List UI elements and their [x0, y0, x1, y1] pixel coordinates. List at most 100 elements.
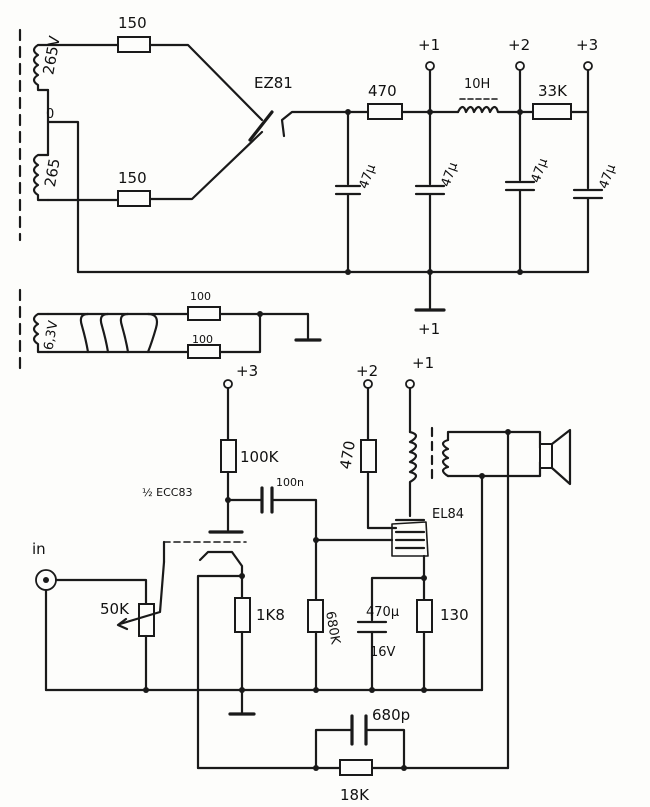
resistor-150-lower: [117, 190, 151, 207]
el84-envelope: [391, 521, 429, 557]
terminal-amp-v2: [363, 379, 373, 389]
junction: [239, 687, 245, 693]
label-c680p: 680p: [372, 706, 410, 724]
cap1-symbol: [334, 110, 362, 274]
rectifier-cathode: [280, 110, 350, 138]
label-ecc83: ½ ECC83: [142, 486, 192, 499]
terminal-node3: [583, 61, 593, 71]
ot-secondary: [441, 438, 450, 478]
cap-470u: [356, 620, 388, 634]
cap-100n: [260, 486, 274, 514]
lower-to-rectifier: [148, 130, 264, 201]
feedback-cap-wires: [314, 728, 406, 770]
junction: [401, 765, 407, 771]
junction: [345, 109, 351, 115]
heater-ct-wires: [218, 312, 310, 354]
pot-arrow: [116, 617, 129, 631]
speaker-cone: [550, 428, 572, 486]
terminal-amp-v3: [223, 379, 233, 389]
cap4-symbol: [572, 110, 604, 274]
label-cap1: 47µ: [357, 162, 380, 190]
feedback-cathode-wire: [196, 574, 244, 770]
input-wire: [54, 578, 148, 606]
junction: [313, 687, 319, 693]
center-tap-to-ground: [46, 120, 80, 274]
input-jack-pin: [43, 577, 49, 583]
resistor-680k: [307, 599, 324, 633]
resistor-18k: [339, 759, 373, 776]
label-c470u-v: 16V: [370, 645, 396, 660]
el84-electrodes: [394, 518, 426, 550]
transformer-hv-upper-winding: [32, 43, 50, 92]
junction: [517, 109, 523, 115]
label-cap4: 47µ: [597, 162, 620, 190]
junction: [479, 473, 485, 479]
label-hv-upper: 265V: [39, 34, 64, 76]
resistor-100-top: [187, 306, 221, 321]
screen-wire: [366, 470, 398, 530]
resistor-100-bottom: [187, 344, 221, 359]
label-node3: +3: [576, 36, 598, 54]
cap-680p: [350, 714, 368, 746]
resistor-470-screen: [360, 439, 377, 473]
pot-wiper: [118, 560, 166, 626]
terminal-node1: [425, 61, 435, 71]
ot-secondary-wires: [446, 430, 542, 478]
label-ground: +1: [418, 320, 440, 338]
heater-winding: [32, 312, 50, 354]
label-r470: 470: [368, 82, 397, 100]
junction: [257, 311, 263, 317]
label-choke: 10H: [464, 77, 490, 92]
label-c100n: 100n: [276, 476, 304, 489]
junction: [427, 109, 433, 115]
label-r470-screen: 470: [336, 439, 359, 470]
junction: [313, 765, 319, 771]
label-node2: +2: [508, 36, 530, 54]
label-center-tap: 0: [46, 107, 54, 122]
label-rectifier: EZ81: [254, 74, 293, 92]
speaker-magnet: [539, 443, 553, 469]
junction: [225, 497, 231, 503]
heater-wires: [46, 312, 190, 354]
resistor-33k: [532, 103, 572, 120]
resistor-470-series: [367, 103, 403, 120]
label-r-upper: 150: [118, 14, 147, 32]
label-el84: EL84: [432, 507, 464, 522]
label-pot: 50K: [100, 600, 130, 618]
junction: [239, 573, 245, 579]
cathode-cap-wire: [370, 576, 426, 622]
label-r18k: 18K: [340, 786, 370, 804]
label-r100-bottom: 100: [192, 333, 213, 346]
rectifier-plate: [248, 110, 274, 142]
junction: [421, 575, 427, 581]
label-r100k: 100K: [240, 448, 280, 466]
resistor-1k8: [234, 597, 251, 633]
label-r-lower: 150: [118, 169, 147, 187]
label-node1: +1: [418, 36, 440, 54]
label-amp-v3: +3: [236, 362, 258, 380]
label-input: in: [32, 540, 46, 558]
label-r100-top: 100: [190, 290, 211, 303]
label-cap3: 47µ: [529, 156, 552, 184]
resistor-130: [416, 599, 433, 633]
label-hv-lower: 265: [41, 157, 64, 188]
junction: [421, 687, 427, 693]
label-cap2: 47µ: [439, 160, 462, 188]
pot-50k[interactable]: [138, 603, 155, 637]
junction: [143, 687, 149, 693]
transformer-hv-lower-winding: [32, 153, 50, 202]
junction: [345, 269, 351, 275]
label-amp-v2: +2: [356, 362, 378, 380]
choke-10h: [456, 105, 522, 114]
label-heater-v: 6,3V: [42, 320, 62, 352]
terminal-node2: [515, 61, 525, 71]
label-amp-v1: +1: [412, 354, 434, 372]
ecc83-cathode: [162, 540, 244, 602]
junction: [369, 687, 375, 693]
cap3-symbol: [504, 110, 536, 274]
upper-to-rectifier: [148, 43, 264, 122]
ot-primary: [408, 430, 418, 518]
junction: [517, 269, 523, 275]
label-r680k: 680K: [322, 610, 343, 646]
